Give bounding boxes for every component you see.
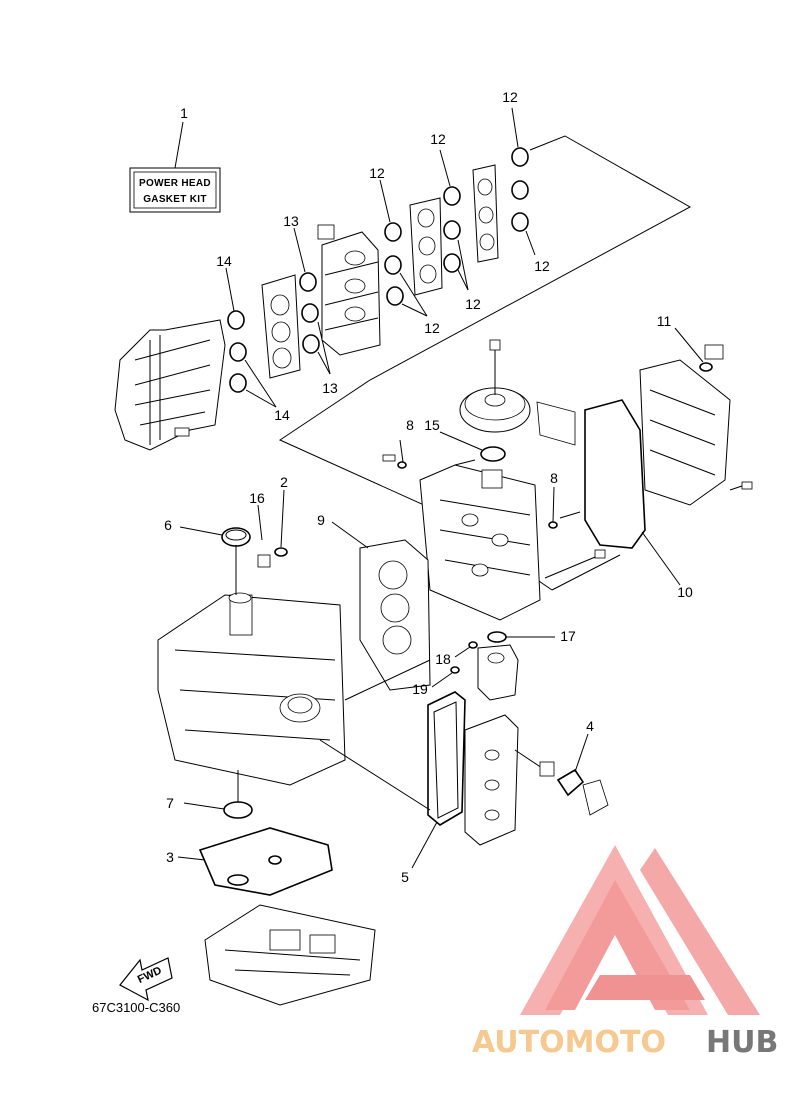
head-gasket-9 bbox=[331, 521, 431, 691]
leader-lines-block bbox=[319, 659, 431, 811]
callout-11: 11 bbox=[657, 313, 672, 329]
o-rings-12-a bbox=[379, 179, 428, 317]
callout-13b: 13 bbox=[322, 380, 338, 396]
callout-13a: 13 bbox=[283, 213, 299, 229]
exhaust-guide bbox=[204, 904, 376, 1006]
exhaust-gasket-5 bbox=[411, 691, 466, 869]
head-cover bbox=[639, 327, 753, 506]
exhaust-cover bbox=[114, 319, 226, 451]
callout-9: 9 bbox=[317, 512, 325, 528]
callout-7: 7 bbox=[166, 795, 174, 811]
o-rings-12-b bbox=[439, 149, 469, 291]
gasket-kit-label: POWER HEAD GASKET KIT bbox=[129, 121, 221, 213]
reed-plate bbox=[472, 164, 499, 263]
callout-19: 19 bbox=[412, 681, 428, 697]
callout-2: 2 bbox=[280, 474, 288, 490]
fwd-arrow-icon: FWD bbox=[119, 957, 173, 1002]
callout-8a: 8 bbox=[406, 417, 414, 433]
watermark-logo bbox=[520, 845, 760, 1015]
callout-6: 6 bbox=[164, 517, 172, 533]
oil-seal-6 bbox=[179, 526, 251, 547]
intake-spacer bbox=[409, 197, 443, 296]
callout-10: 10 bbox=[677, 584, 693, 600]
callout-12e: 12 bbox=[465, 296, 481, 312]
watermark-text: AUTOMOTO HUB bbox=[472, 1025, 778, 1060]
intake-plate bbox=[261, 274, 301, 379]
callout-8b: 8 bbox=[550, 470, 558, 486]
base-gasket-3 bbox=[177, 827, 333, 896]
callout-3: 3 bbox=[166, 849, 174, 865]
o-rings-13 bbox=[293, 227, 331, 375]
head-studs bbox=[454, 459, 606, 579]
callout-1: 1 bbox=[180, 105, 188, 121]
watermark-text-secondary: HUB bbox=[706, 1025, 778, 1060]
cylinder-block bbox=[157, 545, 346, 786]
o-rings-14 bbox=[225, 267, 277, 408]
callout-16: 16 bbox=[249, 490, 265, 506]
diagram-part-number: 67C3100-C360 bbox=[92, 1000, 180, 1015]
cylinder-head bbox=[419, 464, 541, 621]
callout-12c: 12 bbox=[369, 165, 385, 181]
callout-14a: 14 bbox=[216, 253, 232, 269]
plug-and-washer bbox=[257, 489, 288, 568]
callout-12f: 12 bbox=[424, 320, 440, 336]
callout-15: 15 bbox=[424, 417, 440, 433]
kit-label-line2: GASKET KIT bbox=[143, 194, 207, 205]
kit-label-line1: POWER HEAD bbox=[139, 178, 211, 189]
o-rings-12-c bbox=[511, 107, 536, 256]
callout-labels: 1 2 3 4 5 6 7 8 8 9 10 11 12 12 12 12 12… bbox=[164, 89, 693, 885]
thermostat-assembly bbox=[514, 733, 609, 816]
callout-12a: 12 bbox=[502, 89, 518, 105]
callout-12d: 12 bbox=[534, 258, 550, 274]
water-pump-parts bbox=[431, 631, 555, 701]
callout-5: 5 bbox=[401, 869, 409, 885]
carburetor-assembly bbox=[317, 224, 381, 356]
exhaust-outer-cover bbox=[464, 714, 519, 846]
callout-18: 18 bbox=[435, 651, 451, 667]
watermark-text-primary: AUTOMOTO bbox=[472, 1025, 666, 1060]
callout-14b: 14 bbox=[274, 407, 290, 423]
bolts-8 bbox=[382, 439, 581, 529]
callout-12b: 12 bbox=[430, 131, 446, 147]
oil-seal-7 bbox=[183, 770, 253, 819]
callout-4: 4 bbox=[586, 718, 594, 734]
sensor-plate bbox=[536, 401, 576, 446]
cover-gasket-10 bbox=[584, 399, 681, 586]
callout-17: 17 bbox=[560, 628, 576, 644]
flywheel-pulley bbox=[459, 339, 531, 433]
oil-seal-15 bbox=[439, 431, 506, 462]
